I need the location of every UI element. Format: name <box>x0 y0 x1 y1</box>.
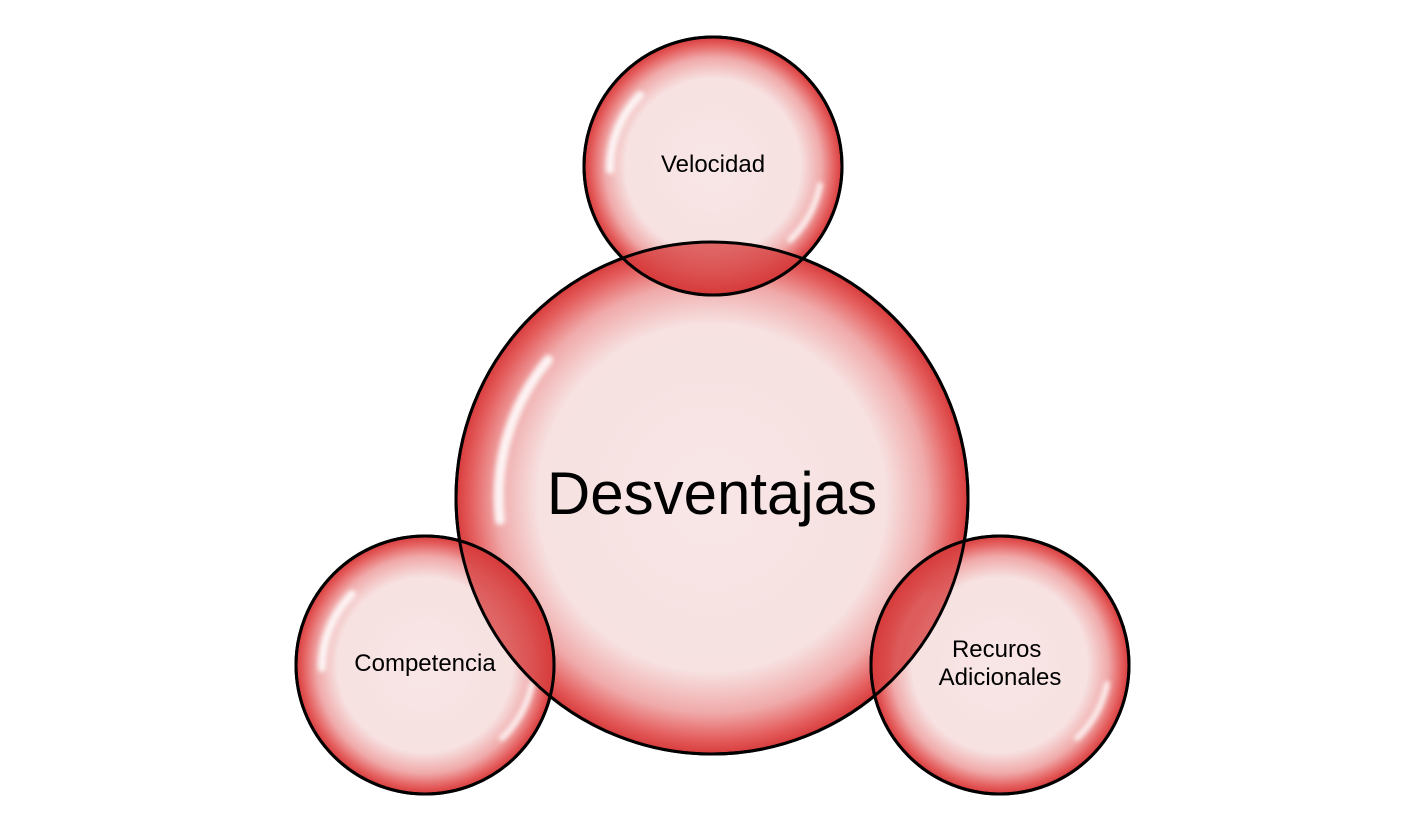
satellite-label-recursos: Recuros Adicionales <box>939 636 1062 691</box>
satellite-label-competencia: Competencia <box>354 650 496 677</box>
bubble-outlines <box>294 35 1131 796</box>
satellite-label-velocidad: Velocidad <box>661 151 765 178</box>
center-label: Desventajas <box>547 460 877 527</box>
